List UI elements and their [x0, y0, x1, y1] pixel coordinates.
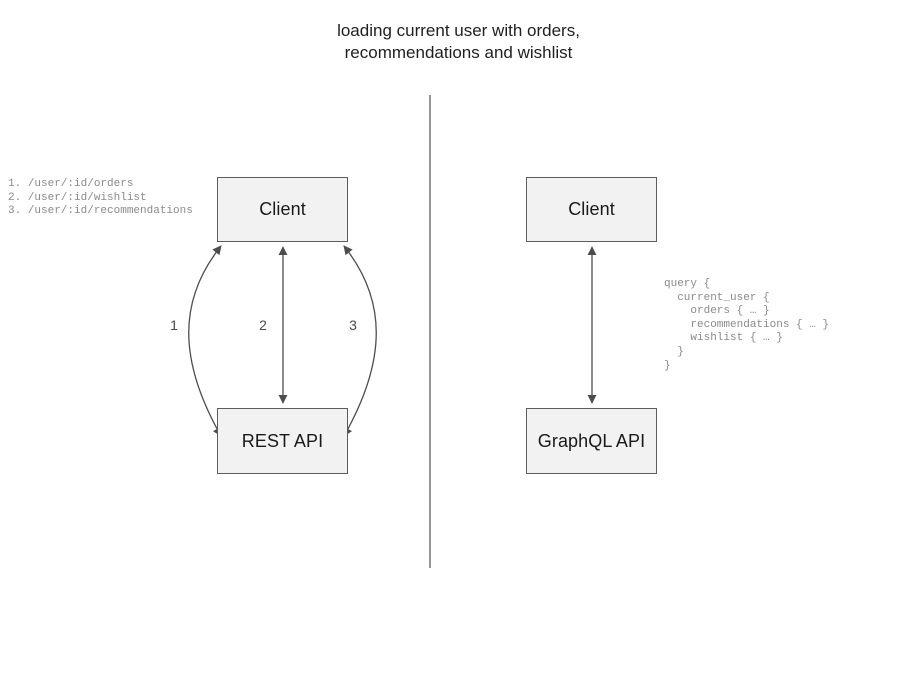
graphql-query-snippet: query { current_user { orders { … } reco…	[664, 278, 830, 372]
node-rest-api[interactable]: REST API	[217, 408, 348, 474]
node-graphql-api[interactable]: GraphQL API	[526, 408, 657, 474]
node-client-rest[interactable]: Client	[217, 177, 348, 242]
rest-endpoint-list: 1. /user/:id/orders 2. /user/:id/wishlis…	[8, 178, 193, 218]
node-client-rest-label: Client	[259, 199, 306, 219]
edge-label-3: 3	[349, 317, 357, 333]
node-client-graphql-label: Client	[568, 199, 615, 219]
node-graphql-api-label: GraphQL API	[537, 430, 646, 451]
rest-edge-1	[188, 245, 222, 437]
page-title: loading current user with orders, recomm…	[337, 21, 580, 62]
node-rest-api-label: REST API	[241, 430, 324, 451]
rest-edge-3	[343, 245, 377, 437]
edge-label-1: 1	[170, 317, 178, 333]
node-client-graphql[interactable]: Client	[526, 177, 657, 242]
edge-label-2: 2	[259, 317, 267, 333]
